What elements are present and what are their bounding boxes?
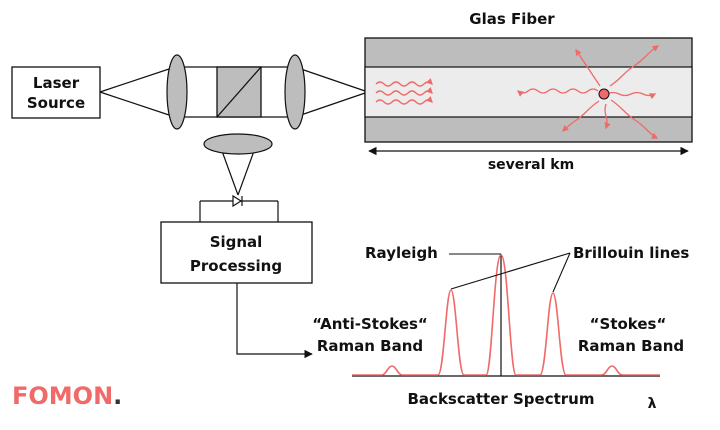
lens-bottom <box>203 133 273 155</box>
stokes-label-line2: Raman Band <box>578 337 684 355</box>
rayleigh-label: Rayleigh <box>365 244 438 262</box>
lens-right <box>284 54 306 130</box>
fomon-logo: FOMON. <box>12 382 122 410</box>
scattering-center-dot <box>598 88 610 100</box>
svg-text:FOMON.: FOMON. <box>12 382 122 410</box>
spectrum-pointers <box>449 252 571 293</box>
signal-processing-box: Signal Processing <box>160 221 313 284</box>
stokes-label-line1: “Stokes“ <box>590 315 667 333</box>
signal-processing-label-line2: Processing <box>190 257 282 275</box>
logo-text: FOMON <box>12 382 113 410</box>
laser-source-label-line2: Source <box>27 94 85 112</box>
spectrum-title: Backscatter Spectrum <box>408 390 595 408</box>
forward-light-waves <box>375 78 433 105</box>
beam-splitter <box>216 66 262 118</box>
anti-stokes-label-line1: “Anti-Stokes“ <box>312 315 428 333</box>
anti-stokes-label-line2: Raman Band <box>317 337 423 355</box>
lens-left <box>166 54 188 130</box>
fiber-length-label: several km <box>488 157 574 173</box>
beam-lines <box>99 66 369 196</box>
brillouin-label: Brillouin lines <box>573 244 689 262</box>
scattered-light-waves <box>516 45 660 139</box>
logo-dot: . <box>113 382 122 410</box>
photodiode <box>199 194 279 222</box>
laser-source-label-line1: Laser <box>33 74 80 92</box>
signal-processing-label-line1: Signal <box>210 233 263 251</box>
fiber-title: Glas Fiber <box>469 10 555 28</box>
backscatter-spectrum-curve <box>352 254 660 376</box>
output-arrow <box>236 283 313 359</box>
wavelength-axis-symbol: λ <box>648 396 657 412</box>
laser-source-box: Laser Source <box>11 66 101 119</box>
